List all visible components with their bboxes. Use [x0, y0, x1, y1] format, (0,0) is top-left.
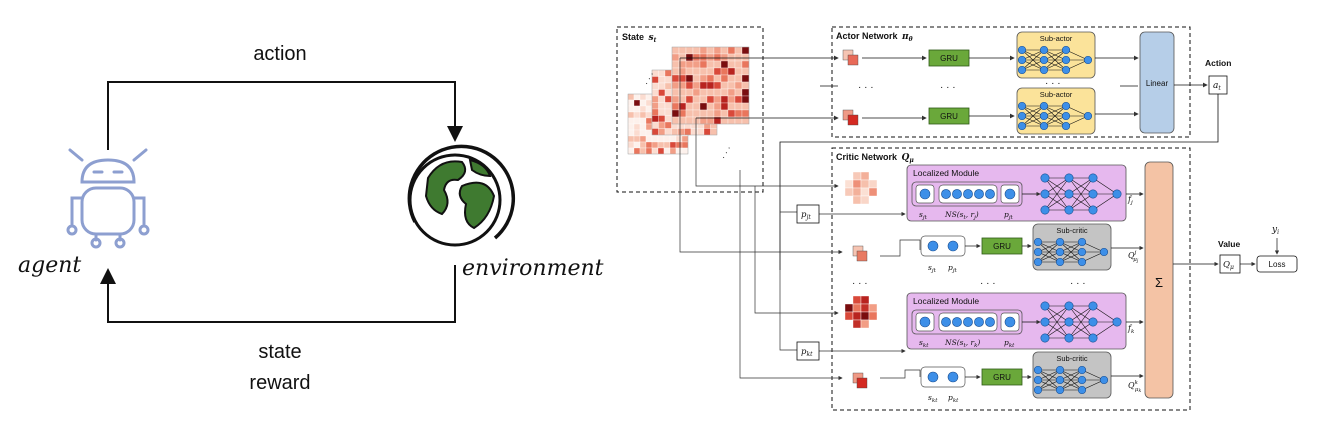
svg-text:· · ·: · · · — [980, 278, 996, 289]
localized-module-2: Localized Module skt NS(st, rk) pkt fk — [906, 292, 1135, 350]
svg-text:· · ·: · · · — [852, 278, 868, 289]
actor-patch-2 — [842, 109, 859, 126]
svg-text:pjt: pjt — [948, 263, 958, 274]
critic-title: Critic Network — [836, 152, 898, 162]
value-output: Value Qμ Loss yi — [1173, 225, 1298, 274]
state-title: State — [622, 32, 644, 42]
actor-network-panel: Actor Network πθ · · · · · · · · · — [680, 26, 1191, 138]
svg-text:yi: yi — [1271, 225, 1279, 236]
svg-text:· · ·: · · · — [1070, 278, 1086, 289]
svg-text:Linear: Linear — [1146, 79, 1169, 88]
svg-text:· · ·: · · · — [940, 82, 956, 93]
svg-text:Σ: Σ — [1155, 275, 1163, 290]
svg-text:Localized Module: Localized Module — [913, 168, 979, 178]
svg-text:GRU: GRU — [940, 112, 958, 121]
svg-text:Sub-critic: Sub-critic — [1056, 226, 1088, 235]
reward-label: reward — [249, 372, 310, 394]
state-ellipsis-2: · · · — [718, 144, 734, 161]
svg-text:pkt: pkt — [948, 393, 959, 404]
svg-text:Sub-critic: Sub-critic — [1056, 354, 1088, 363]
svg-text:GRU: GRU — [940, 54, 958, 63]
agent-label: agent — [18, 253, 81, 278]
svg-text:fj: fj — [1127, 195, 1133, 206]
svg-text:· · ·: · · · — [1045, 78, 1061, 89]
state-label: state — [258, 341, 301, 363]
svg-text:Sub-actor: Sub-actor — [1040, 90, 1073, 99]
robot-icon — [66, 148, 150, 249]
actor-gru-1: GRU — [928, 49, 970, 67]
svg-text:Critic Network Qμ: Critic Network Qμ — [836, 152, 914, 164]
sub-actor-2: Sub-actor — [1016, 87, 1096, 135]
linear-layer: Linear — [1139, 31, 1175, 134]
state-reward-arrow — [100, 265, 456, 323]
critic-patch-cross-2 — [844, 295, 878, 329]
state-panel: State st · · · · · · — [616, 26, 764, 193]
svg-text:pkt: pkt — [1004, 338, 1015, 349]
svg-text:Value: Value — [1218, 239, 1240, 249]
svg-text:fk: fk — [1127, 324, 1135, 335]
localized-module-1: Localized Module sjt NS(st, rj) pjt fj — [906, 164, 1133, 222]
svg-text:skt: skt — [919, 338, 929, 349]
svg-text:NS(st, rj): NS(st, rj) — [944, 210, 979, 221]
svg-text:Action: Action — [1205, 58, 1231, 68]
svg-text:Sub-actor: Sub-actor — [1040, 34, 1073, 43]
rl-loop: action state reward agent environment — [18, 43, 604, 394]
sigma-aggregator: Σ — [1144, 161, 1174, 399]
pkt-box: pkt — [796, 341, 820, 361]
svg-text:pjt: pjt — [801, 210, 811, 221]
svg-text:NS(st, rk): NS(st, rk) — [944, 338, 980, 349]
pjt-box: pjt — [796, 204, 820, 224]
critic-input-lines — [679, 58, 921, 381]
svg-text:State st: State st — [622, 32, 657, 44]
svg-text:pjt: pjt — [1004, 210, 1014, 221]
svg-text:pkt: pkt — [801, 347, 813, 358]
svg-text:skt: skt — [928, 393, 938, 404]
actor-title: Actor Network — [836, 31, 899, 41]
svg-text:at: at — [1213, 81, 1221, 92]
svg-text:GRU: GRU — [993, 242, 1011, 251]
action-arrow — [107, 81, 463, 150]
svg-text:· · ·: · · · — [858, 82, 874, 93]
globe-icon — [407, 144, 516, 247]
svg-text:Actor Network πθ: Actor Network πθ — [836, 31, 913, 43]
critic-network-panel: Critic Network Qμ — [831, 147, 1191, 411]
actor-gru-2: GRU — [928, 107, 970, 125]
svg-text:sjt: sjt — [928, 263, 937, 274]
critic-patch-small-2 — [852, 372, 868, 389]
svg-text:GRU: GRU — [993, 373, 1011, 382]
environment-label: environment — [462, 256, 604, 281]
actor-patch-1 — [842, 49, 859, 66]
svg-text:sjt: sjt — [919, 210, 928, 221]
critic-patch-cross-1 — [844, 171, 878, 205]
sub-actor-1: Sub-actor — [1016, 31, 1096, 79]
architecture-diagram: State st · · · · · · Actor Network πθ — [616, 26, 1298, 411]
svg-text:Loss: Loss — [1269, 260, 1286, 269]
state-heatmaps — [627, 46, 750, 155]
svg-text:Qμ: Qμ — [1223, 260, 1234, 271]
action-label: action — [253, 43, 306, 65]
critic-patch-small-1 — [852, 245, 868, 262]
svg-text:Localized Module: Localized Module — [913, 296, 979, 306]
